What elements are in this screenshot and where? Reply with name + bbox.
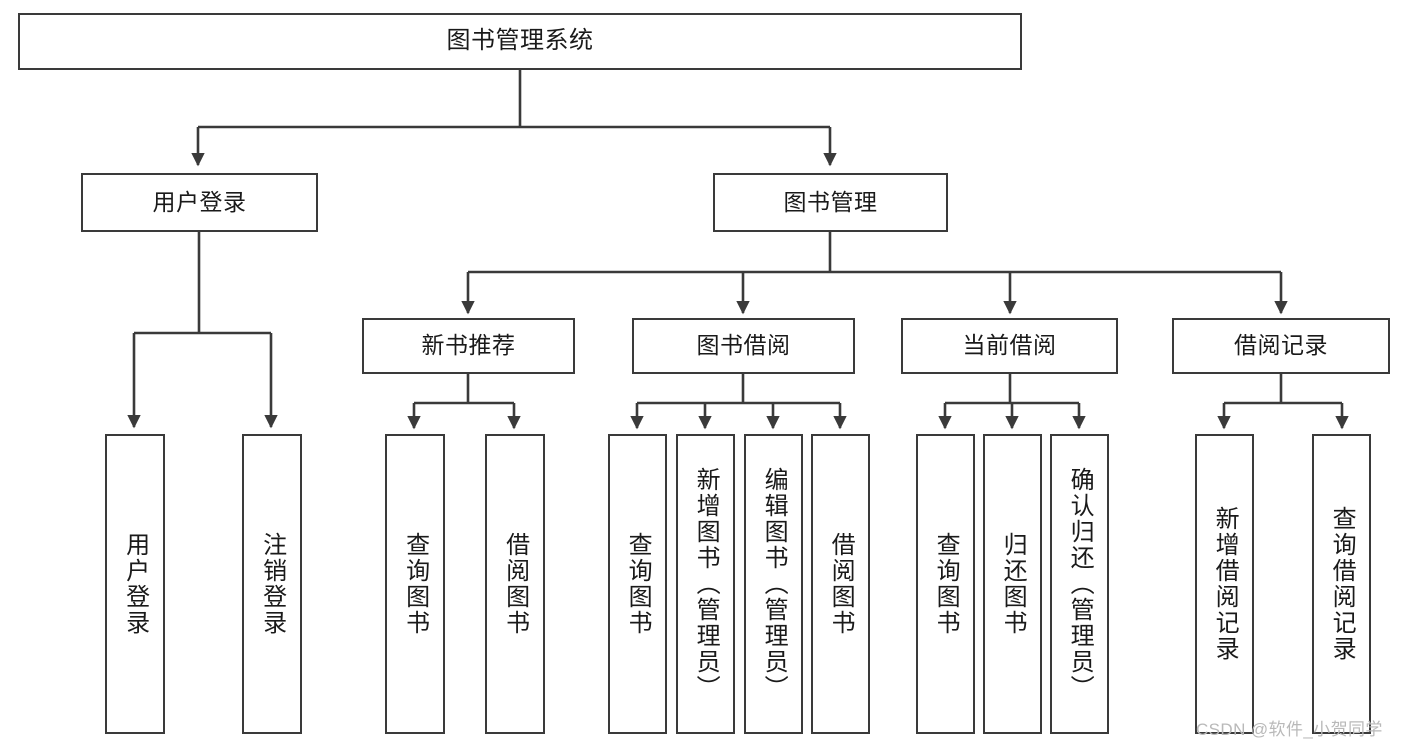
node-book-management[interactable]: 图书管理 xyxy=(713,173,948,232)
node-leaf-query-record-label: 查询借阅记录 xyxy=(1328,506,1356,662)
node-leaf-confirm-return[interactable]: 确认归还（管理员） xyxy=(1050,434,1109,734)
node-leaf-query-book-3[interactable]: 查询图书 xyxy=(916,434,975,734)
csdn-watermark: CSDN @软件_小贺同学 xyxy=(1196,720,1383,739)
node-leaf-edit-book[interactable]: 编辑图书（管理员） xyxy=(744,434,803,734)
node-book-borrow-label: 图书借阅 xyxy=(696,332,791,359)
node-leaf-borrow-book-1[interactable]: 借阅图书 xyxy=(485,434,545,734)
node-root[interactable]: 图书管理系统 xyxy=(18,13,1022,70)
node-new-book-recommend-label: 新书推荐 xyxy=(421,332,516,359)
node-leaf-logout-login[interactable]: 注销登录 xyxy=(242,434,302,734)
node-leaf-query-book-1-label: 查询图书 xyxy=(401,532,429,636)
node-leaf-add-record-label: 新增借阅记录 xyxy=(1211,506,1239,662)
node-leaf-query-book-3-label: 查询图书 xyxy=(932,532,960,636)
node-leaf-return-book[interactable]: 归还图书 xyxy=(983,434,1042,734)
node-leaf-borrow-book-1-label: 借阅图书 xyxy=(501,532,529,636)
node-borrow-record[interactable]: 借阅记录 xyxy=(1172,318,1390,374)
node-current-borrow[interactable]: 当前借阅 xyxy=(901,318,1118,374)
node-user-login-label: 用户登录 xyxy=(152,188,247,215)
node-leaf-query-book-1[interactable]: 查询图书 xyxy=(385,434,445,734)
node-leaf-query-record[interactable]: 查询借阅记录 xyxy=(1312,434,1371,734)
node-leaf-borrow-book-2-label: 借阅图书 xyxy=(827,532,855,636)
node-leaf-add-book-label: 新增图书（管理员） xyxy=(692,467,720,701)
node-new-book-recommend[interactable]: 新书推荐 xyxy=(362,318,575,374)
node-leaf-confirm-return-label: 确认归还（管理员） xyxy=(1066,467,1094,701)
node-book-management-label: 图书管理 xyxy=(783,188,878,215)
node-leaf-add-book[interactable]: 新增图书（管理员） xyxy=(676,434,735,734)
node-borrow-record-label: 借阅记录 xyxy=(1234,332,1328,359)
node-leaf-user-login[interactable]: 用户登录 xyxy=(105,434,165,734)
node-leaf-query-book-2-label: 查询图书 xyxy=(624,532,652,636)
node-leaf-add-record[interactable]: 新增借阅记录 xyxy=(1195,434,1254,734)
node-book-borrow[interactable]: 图书借阅 xyxy=(632,318,855,374)
node-current-borrow-label: 当前借阅 xyxy=(962,332,1057,359)
node-leaf-user-login-label: 用户登录 xyxy=(121,532,149,636)
node-leaf-borrow-book-2[interactable]: 借阅图书 xyxy=(811,434,870,734)
node-leaf-return-book-label: 归还图书 xyxy=(999,532,1027,636)
node-leaf-edit-book-label: 编辑图书（管理员） xyxy=(760,467,788,701)
node-user-login[interactable]: 用户登录 xyxy=(81,173,318,232)
node-leaf-logout-login-label: 注销登录 xyxy=(258,532,286,636)
node-leaf-query-book-2[interactable]: 查询图书 xyxy=(608,434,667,734)
node-root-label: 图书管理系统 xyxy=(446,27,594,55)
